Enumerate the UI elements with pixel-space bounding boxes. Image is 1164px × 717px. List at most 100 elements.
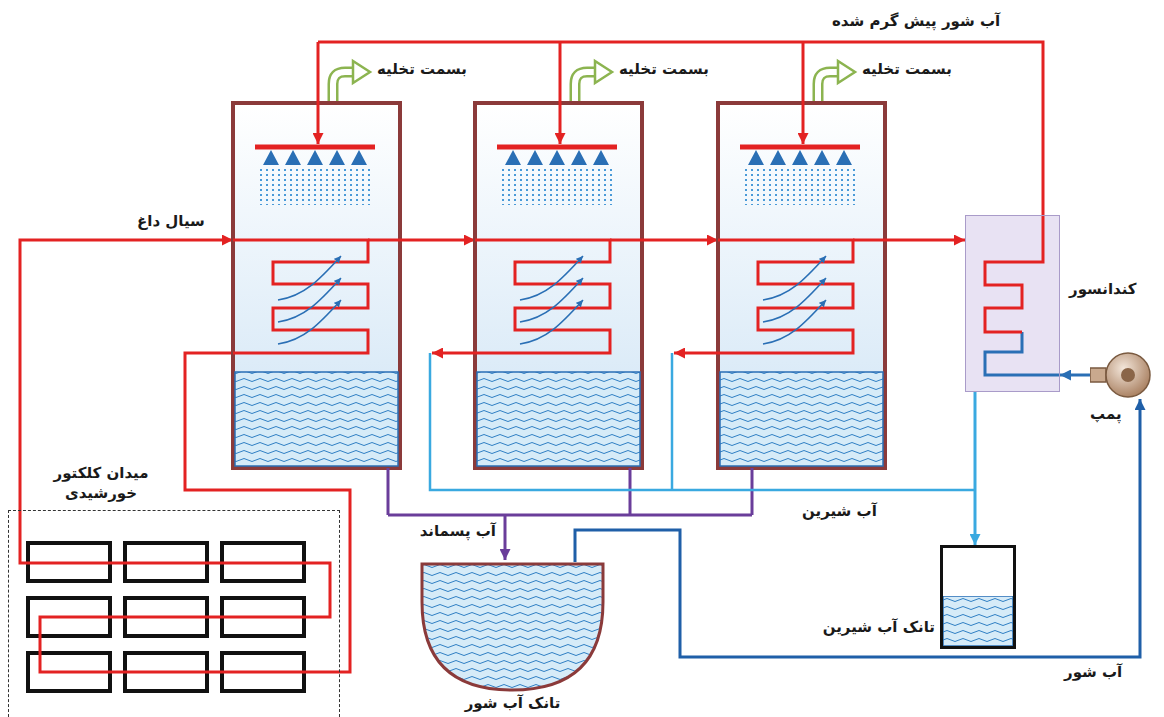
pump-symbol: پمپ — [1090, 351, 1154, 399]
pipe-label: آب شور — [1062, 663, 1124, 683]
node-label: میدان کلکتور خورشیدی — [36, 464, 166, 503]
spray-bar — [255, 145, 375, 150]
solar-collector-field: میدان کلکتور خورشیدی — [8, 510, 340, 717]
vent-arrow — [818, 72, 840, 101]
spray-bar — [497, 145, 617, 150]
spray-nozzle — [527, 150, 543, 165]
spray-drops — [817, 169, 819, 205]
vapor-arrow — [278, 278, 341, 322]
pump-drawing — [1090, 351, 1154, 399]
vent-arrow — [333, 72, 355, 101]
spray-nozzle — [792, 150, 808, 165]
heating-coil — [233, 240, 368, 353]
spray-nozzle — [263, 150, 279, 165]
flow-label: آب شور پیش گرم شده — [830, 12, 1002, 32]
brine-drain-pipe — [388, 514, 752, 517]
fresh-water-pipe — [430, 353, 975, 490]
node-label: تانک آب شور — [420, 694, 605, 714]
spray-nozzle — [549, 150, 565, 165]
brine-pool — [235, 372, 398, 466]
spray-drops — [320, 169, 322, 205]
spray-drops — [538, 169, 540, 205]
vapor-pipe — [853, 239, 965, 242]
vapor-pipe — [610, 239, 718, 242]
distillate-pipe — [432, 352, 475, 355]
spray-bar — [740, 145, 860, 150]
spray-drops — [574, 169, 576, 205]
effect-vessel — [718, 103, 885, 468]
spray-drops — [793, 169, 795, 205]
condenser-body — [965, 215, 1060, 392]
spray-drops — [568, 169, 570, 205]
brine-drain-pipe — [504, 515, 507, 560]
vent-arrow — [575, 72, 597, 101]
vapor-arrow — [520, 278, 583, 322]
spray-drops — [841, 169, 843, 205]
spray-drops — [344, 169, 346, 205]
vent-arrow — [818, 72, 840, 101]
brine-tank: تانک آب شور — [420, 562, 605, 692]
spray-drops — [763, 169, 765, 205]
vent-arrow-head — [353, 61, 370, 83]
spray-drops — [356, 169, 358, 205]
pipe-connector — [974, 392, 977, 545]
flow-label: بسمت تخلیه — [860, 60, 954, 80]
brine-pool — [720, 372, 883, 466]
spray-drops — [811, 169, 813, 205]
pump-hub — [1121, 368, 1135, 382]
spray-drops — [835, 169, 837, 205]
spray-drops — [278, 169, 280, 205]
cooling-coil — [985, 215, 1043, 332]
spray-drops — [314, 169, 316, 205]
spray-drops — [556, 169, 558, 205]
spray-nozzle — [593, 150, 609, 165]
flow-label: آب پسماند — [418, 522, 498, 542]
spray-drops — [787, 169, 789, 205]
effect-vessel — [475, 103, 642, 468]
node-label: تانک آب شیرین — [823, 618, 935, 638]
spray-nozzle — [836, 150, 852, 165]
fresh-water-pipe — [671, 353, 674, 490]
spray-nozzle — [329, 150, 345, 165]
distillate-pipe — [674, 352, 718, 355]
spray-drops — [532, 169, 534, 205]
spray-drops — [829, 169, 831, 205]
spray-drops — [799, 169, 801, 205]
brine-drain-pipe — [629, 468, 632, 515]
node-label: کندانسور — [1069, 280, 1137, 300]
spray-drops — [326, 169, 328, 205]
vent-arrow — [333, 72, 355, 101]
spray-drops — [514, 169, 516, 205]
spray-nozzle — [505, 150, 521, 165]
brine-drain-pipe — [387, 468, 390, 515]
spray-drops — [520, 169, 522, 205]
spray-drops — [805, 169, 807, 205]
brine-drain-pipe — [751, 468, 754, 515]
spray-nozzle — [285, 150, 301, 165]
condenser-unit: کندانسور — [965, 215, 1060, 392]
spray-drops — [604, 169, 606, 205]
spray-drops — [308, 169, 310, 205]
flow-label: آب شیرین — [800, 502, 879, 522]
brine-pool — [477, 372, 640, 466]
spray-drops — [338, 169, 340, 205]
spray-drops — [847, 169, 849, 205]
pump-casing — [1106, 353, 1150, 397]
effect-vessel — [233, 103, 400, 468]
spray-drops — [302, 169, 304, 205]
spray-drops — [562, 169, 564, 205]
spray-nozzle — [814, 150, 830, 165]
brine-feed-pipe — [317, 42, 320, 144]
pump-outlet — [1090, 368, 1106, 382]
spray-drops — [586, 169, 588, 205]
flow-label: بسمت تخلیه — [375, 60, 469, 80]
spray-drops — [362, 169, 364, 205]
spray-drops — [332, 169, 334, 205]
cooling-coil — [985, 332, 1060, 375]
spray-drops — [781, 169, 783, 205]
spray-drops — [823, 169, 825, 205]
vent-arrow-head — [838, 61, 855, 83]
spray-drops — [502, 169, 504, 205]
spray-drops — [526, 169, 528, 205]
brine-tank-bowl — [422, 564, 603, 690]
